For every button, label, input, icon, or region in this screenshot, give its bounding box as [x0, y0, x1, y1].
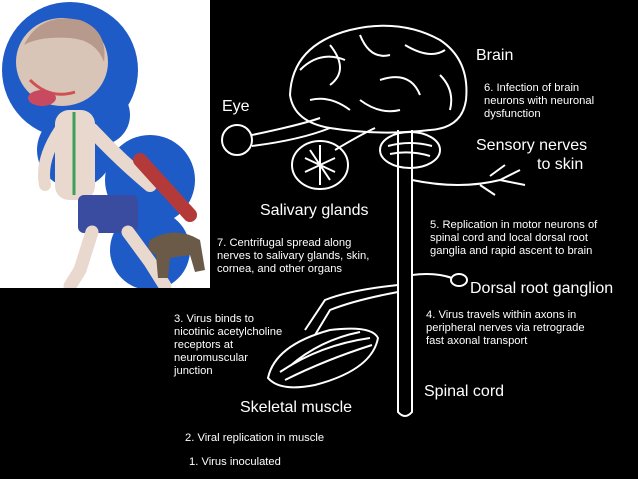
step-3-caption: 3. Virus binds to nicotinic acetylcholin…	[174, 313, 282, 378]
step-6-line: neurons with neuronal	[484, 95, 594, 108]
step-6-line: 6. Infection of brain	[484, 82, 594, 95]
eye-label: Eye	[222, 98, 250, 116]
step-4-line: fast axonal transport	[426, 335, 585, 348]
spinal-cord-outline	[398, 130, 412, 416]
muscle-fibers	[280, 332, 372, 380]
sensory-nerves-label-line1: Sensory nerves	[476, 137, 587, 155]
salivary-gland-branches	[305, 145, 335, 185]
step-7-caption: 7. Centrifugal spread along nerves to sa…	[217, 237, 369, 276]
cerebellum-lines	[388, 143, 432, 156]
step-3-line: neuromuscular	[174, 352, 282, 365]
step-3-line: receptors at	[174, 339, 282, 352]
cerebellum	[380, 132, 440, 168]
salivary-glands-label: Salivary glands	[260, 202, 369, 220]
step-5-line: ganglia and rapid ascent to brain	[430, 245, 597, 258]
step-7-line: 7. Centrifugal spread along	[217, 237, 369, 250]
step-4-line: peripheral nerves via retrograde	[426, 322, 585, 335]
brain-label: Brain	[476, 47, 513, 65]
skeletal-muscle-outline	[268, 329, 378, 388]
dorsal-root-ganglion-label: Dorsal root ganglion	[470, 280, 613, 298]
spinal-cord-label: Spinal cord	[424, 383, 504, 401]
eye-outline	[222, 125, 252, 155]
step-2-caption: 2. Viral replication in muscle	[185, 432, 324, 445]
step-6-caption: 6. Infection of brain neurons with neuro…	[484, 82, 594, 121]
skeletal-muscle-label: Skeletal muscle	[240, 399, 352, 417]
step-4-line: 4. Virus travels within axons in	[426, 309, 585, 322]
brain-outline	[290, 26, 466, 133]
sensory-nerves-lines	[412, 165, 525, 195]
step-4-caption: 4. Virus travels within axons in periphe…	[426, 309, 585, 348]
brain-gyri	[300, 35, 451, 111]
ganglion-nerve	[412, 274, 452, 278]
step-7-line: cornea, and other organs	[217, 263, 369, 276]
step-3-line: nicotinic acetylcholine	[174, 326, 282, 339]
step-6-line: dysfunction	[484, 108, 594, 121]
step-5-line: 5. Replication in motor neurons of	[430, 219, 597, 232]
step-5-caption: 5. Replication in motor neurons of spina…	[430, 219, 597, 258]
step-5-line: spinal cord and local dorsal root	[430, 232, 597, 245]
step-1-caption: 1. Virus inoculated	[189, 456, 281, 469]
step-3-line: 3. Virus binds to	[174, 313, 282, 326]
peripheral-nerve	[305, 285, 398, 335]
step-3-line: junction	[174, 365, 282, 378]
dorsal-root-ganglion-shape	[451, 274, 467, 286]
sensory-nerves-label-line2: to skin	[537, 156, 583, 174]
step-7-line: nerves to salivary glands, skin,	[217, 250, 369, 263]
